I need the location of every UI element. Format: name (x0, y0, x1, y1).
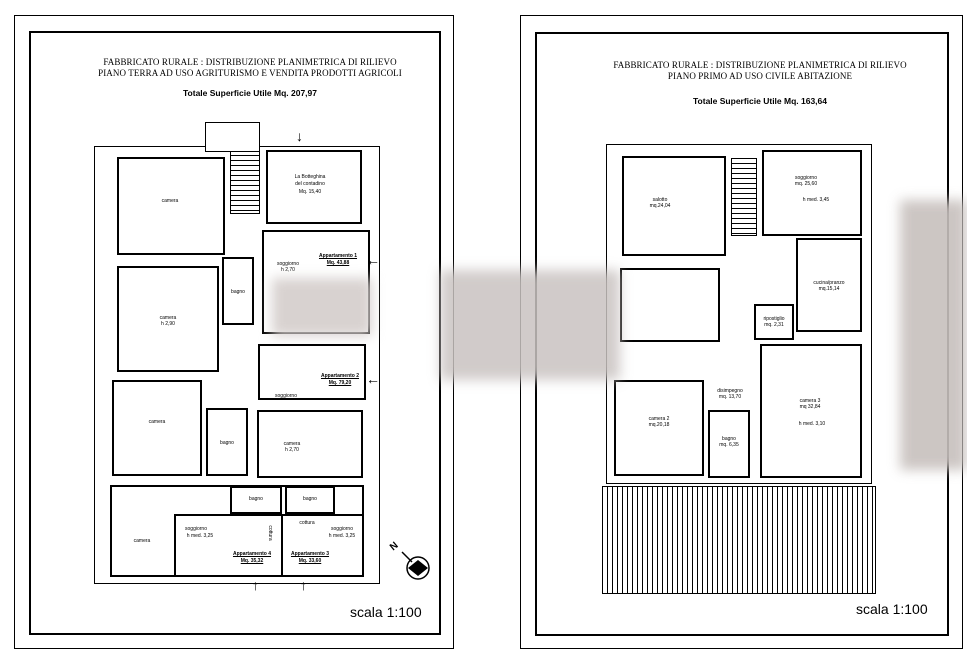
left-title-line2: PIANO TERRA AD USO AGRITURISMO E VENDITA… (98, 68, 402, 78)
left-label-app-1b: Mq. 43,88 (326, 260, 350, 266)
left-room-bagno-4 (285, 486, 335, 514)
left-label-cottura-2: cottura (299, 520, 315, 526)
left-label-app-1a: Appartamento 1 (318, 253, 358, 259)
right-room-blurred-camera (620, 268, 720, 342)
left-title: FABBRICATO RURALE : DISTRIBUZIONE PLANIM… (60, 57, 440, 79)
left-label-camera-1: camera (161, 198, 179, 204)
left-label-botteghina-1: La Botteghina (294, 174, 326, 180)
left-room-ground-wing (110, 485, 364, 577)
left-label-soggiorno-4a: soggiorno (331, 526, 353, 532)
right-stairs[interactable] (731, 158, 757, 236)
right-label-camera-3c: h med. 3,10 (798, 421, 826, 427)
right-label-disimpegno-1: disimpegno (717, 388, 743, 394)
right-label-cucina-1: cucina/pranzo (813, 280, 845, 286)
left-label-soggiorno-3b: h med. 3,25 (186, 533, 214, 539)
left-label-soggiorno-1a: soggiorno (277, 261, 299, 267)
right-label-soggiorno-1: soggiorno (795, 175, 817, 181)
right-label-ripostiglio-2: mq. 2,31 (764, 322, 784, 328)
right-edge-blur-overlay (900, 200, 967, 470)
right-room-salotto (622, 156, 726, 256)
north-arrow-icon (401, 551, 430, 580)
right-room-camera-3 (760, 344, 862, 478)
center-blur-overlay (440, 270, 620, 380)
right-label-camera-3a: camera 3 (799, 398, 821, 404)
right-label-salotto-1: salotto (652, 197, 668, 203)
left-room-bagno-1 (222, 257, 254, 325)
left-entry-arrow-bottom-1: ↑ (252, 577, 259, 593)
left-room-bagno-2 (206, 408, 248, 476)
left-label-app-4a: Appartamento 4 (232, 551, 272, 557)
left-room-soggiorno-2 (258, 344, 366, 400)
left-label-camera-2b: h 2,90 (161, 321, 175, 327)
left-label-soggiorno-4b: h med. 3,25 (328, 533, 356, 539)
right-label-salotto-2: mq.24,04 (649, 203, 671, 209)
left-label-app-3a: Appartamento 3 (290, 551, 330, 557)
left-label-camera-3: camera (148, 419, 166, 425)
right-label-soggiorno-3: h med. 3,45 (802, 197, 830, 203)
left-room-camera-3 (112, 380, 202, 476)
right-title-line1: FABBRICATO RURALE : DISTRIBUZIONE PLANIM… (613, 60, 907, 70)
left-label-camera-4b: h 2,70 (285, 447, 299, 453)
left-label-bagno-4: bagno (303, 496, 317, 502)
left-room-entry (205, 122, 260, 152)
left-entry-arrow-bottom-2: ↑ (300, 577, 307, 593)
left-label-soggiorno-1b: h 2,70 (281, 267, 295, 273)
left-room-bagno-3 (230, 486, 282, 514)
left-label-camera-5: camera (133, 538, 151, 544)
right-label-cucina-2: mq.15,14 (818, 286, 840, 292)
right-label-camera-3b: mq 32,84 (799, 404, 821, 410)
left-room-camera-4 (257, 410, 363, 478)
right-total: Totale Superficie Utile Mq. 163,64 (693, 96, 827, 106)
right-room-soggiorno (762, 150, 862, 236)
left-stairs[interactable] (230, 150, 260, 214)
right-title-line2: PIANO PRIMO AD USO CIVILE ABITAZIONE (667, 71, 853, 81)
right-room-ripostiglio (754, 304, 794, 340)
left-total: Totale Superficie Utile Mq. 207,97 (183, 88, 317, 98)
left-label-cottura-1: cottura (267, 525, 273, 541)
left-room-botteghina (266, 150, 362, 224)
left-label-soggiorno-2: soggiorno (275, 393, 297, 399)
right-label-disimpegno-2: mq. 13,70 (718, 394, 742, 400)
left-label-bagno-1: bagno (231, 289, 245, 295)
left-entry-arrow-top: ↓ (296, 128, 303, 144)
left-label-app-3b: Mq. 33,60 (298, 558, 322, 564)
right-label-camera-2b: mq.20,18 (648, 422, 670, 428)
left-entry-arrow-right-2: ← (366, 371, 380, 387)
left-label-camera-2a: camera (159, 315, 177, 321)
left-label-soggiorno-3a: soggiorno (185, 526, 207, 532)
left-blur-overlay (272, 278, 372, 336)
right-roof-hatch (602, 486, 876, 594)
right-label-soggiorno-2: mq. 25,60 (794, 181, 818, 187)
left-wall-divider-2 (281, 514, 283, 576)
right-scale: scala 1:100 (856, 601, 928, 617)
left-label-app-2b: Mq. 79,20 (328, 380, 352, 386)
right-label-ripostiglio-1: ripostiglio (763, 316, 785, 322)
left-room-camera-1 (117, 157, 225, 255)
left-scale: scala 1:100 (350, 604, 422, 620)
left-entry-arrow-right-1: ← (366, 252, 380, 268)
right-label-bagno-1: bagno (722, 436, 736, 442)
left-title-line1: FABBRICATO RURALE : DISTRIBUZIONE PLANIM… (103, 57, 397, 67)
left-label-botteghina-3: Mq. 15,40 (298, 189, 322, 195)
left-label-app-4b: Mq. 35,32 (240, 558, 264, 564)
left-label-bagno-2: bagno (220, 440, 234, 446)
right-room-bagno (708, 410, 750, 478)
left-wall-divider-1 (174, 514, 176, 576)
left-label-botteghina-2: del contadino (295, 181, 325, 187)
left-label-app-2a: Appartamento 2 (320, 373, 360, 379)
right-title: FABBRICATO RURALE : DISTRIBUZIONE PLANIM… (570, 60, 950, 82)
left-label-bagno-3: bagno (249, 496, 263, 502)
left-wall-h-1 (174, 514, 364, 516)
left-room-camera-2 (117, 266, 219, 372)
right-label-bagno-2: mq. 6,35 (719, 442, 739, 448)
right-room-cucina (796, 238, 862, 332)
left-label-camera-4a: camera (283, 441, 301, 447)
right-room-camera-2 (614, 380, 704, 476)
right-label-camera-2a: camera 2 (648, 416, 670, 422)
